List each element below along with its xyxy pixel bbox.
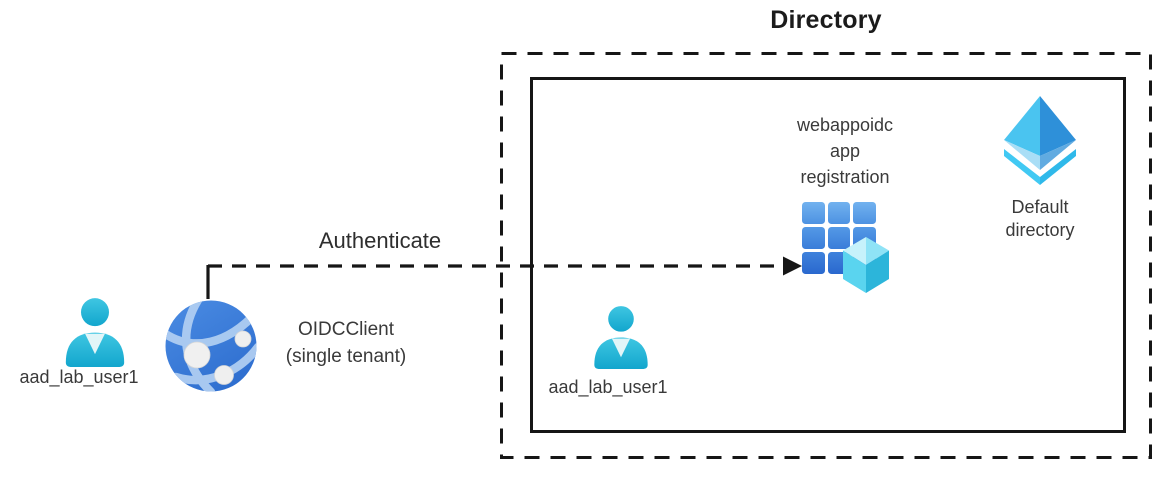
app-registration-name: webappoidc (796, 115, 894, 135)
directory-inner-box (530, 77, 1126, 433)
oidc-client-tenant: (single tenant) (285, 346, 407, 367)
default-directory-line2: directory (1005, 220, 1075, 240)
user-icon (65, 298, 125, 367)
app-registration-word-registration: registration (800, 167, 890, 187)
diagram-title: Directory (770, 6, 882, 34)
directory-dashed-boundary (500, 52, 1152, 459)
app-grid-cell (827, 227, 851, 249)
authenticate-label: Authenticate (318, 228, 442, 253)
app-registration-label: webappoidc app registration (775, 112, 915, 190)
oidc-client-name: OIDCClient (297, 319, 395, 340)
oidc-client-label: OIDCClient (single tenant) (268, 316, 424, 370)
default-directory-label: Default directory (975, 196, 1105, 242)
default-directory-line1: Default (1011, 197, 1069, 217)
azure-ad-pyramid-icon (1004, 96, 1076, 185)
globe-network-icon (165, 300, 257, 392)
app-grid-cell (802, 252, 825, 274)
app-grid-cell (853, 202, 876, 224)
inner-user-label: aad_lab_user1 (548, 377, 668, 397)
user-icon (594, 306, 648, 369)
outer-user-label: aad_lab_user1 (19, 367, 139, 387)
app-grid-cell (802, 227, 825, 249)
app-grid-cell (802, 202, 825, 224)
arrowhead-icon (783, 256, 802, 276)
cube-icon (843, 237, 889, 293)
app-registration-word-app: app (829, 141, 861, 161)
app-grid-cell (827, 202, 851, 224)
